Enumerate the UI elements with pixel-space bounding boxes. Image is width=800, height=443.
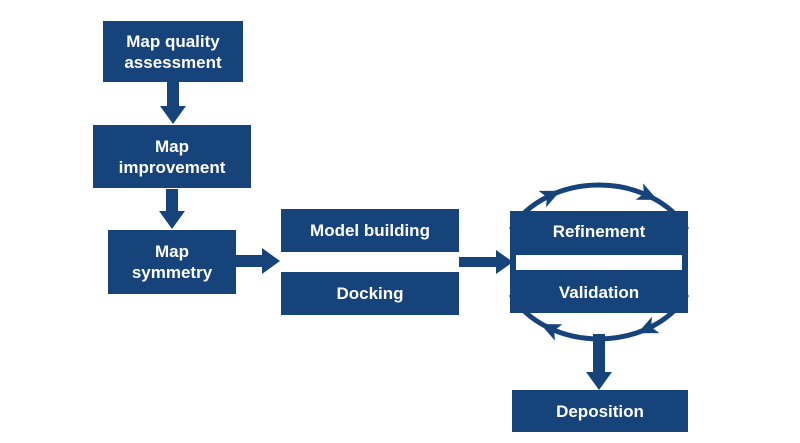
node-map-symmetry: Map symmetry: [108, 230, 236, 294]
arrow-right-icon: [236, 248, 280, 274]
cycle-arrowhead-icon: [538, 190, 561, 208]
node-refinement-validation-group: Refinement Validation: [510, 211, 688, 313]
node-map-improvement: Map improvement: [93, 125, 251, 188]
arrow-down-icon: [586, 334, 612, 390]
node-label: Map: [155, 136, 189, 156]
node-label: Docking: [336, 284, 404, 303]
node-validation: Validation: [558, 282, 640, 302]
node-map-quality-assessment: Map quality assessment: [103, 21, 243, 82]
arrow-down-icon: [159, 189, 185, 229]
node-label: symmetry: [131, 263, 213, 282]
cycle-arrowhead-icon: [635, 183, 658, 200]
cycle-top-arc: [508, 182, 690, 231]
arrow-right-icon: [459, 250, 513, 274]
cycle-bottom-arc: [508, 293, 690, 342]
node-model-building: Model building: [281, 209, 459, 252]
node-label: Deposition: [556, 401, 644, 421]
arrow-down-icon: [160, 82, 186, 124]
node-label: Map: [155, 242, 189, 261]
node-refinement: Refinement: [552, 222, 646, 242]
node-label: improvement: [118, 157, 226, 177]
cycle-arrowhead-icon: [540, 324, 563, 341]
node-label: Map quality: [126, 31, 220, 51]
node-deposition: Deposition: [512, 390, 688, 432]
node-docking: Docking: [281, 272, 459, 315]
node-label: Model building: [310, 221, 430, 240]
cycle-divider-strip: [513, 252, 685, 272]
cycle-arrowhead-icon: [637, 316, 660, 334]
node-label: assessment: [124, 52, 222, 72]
